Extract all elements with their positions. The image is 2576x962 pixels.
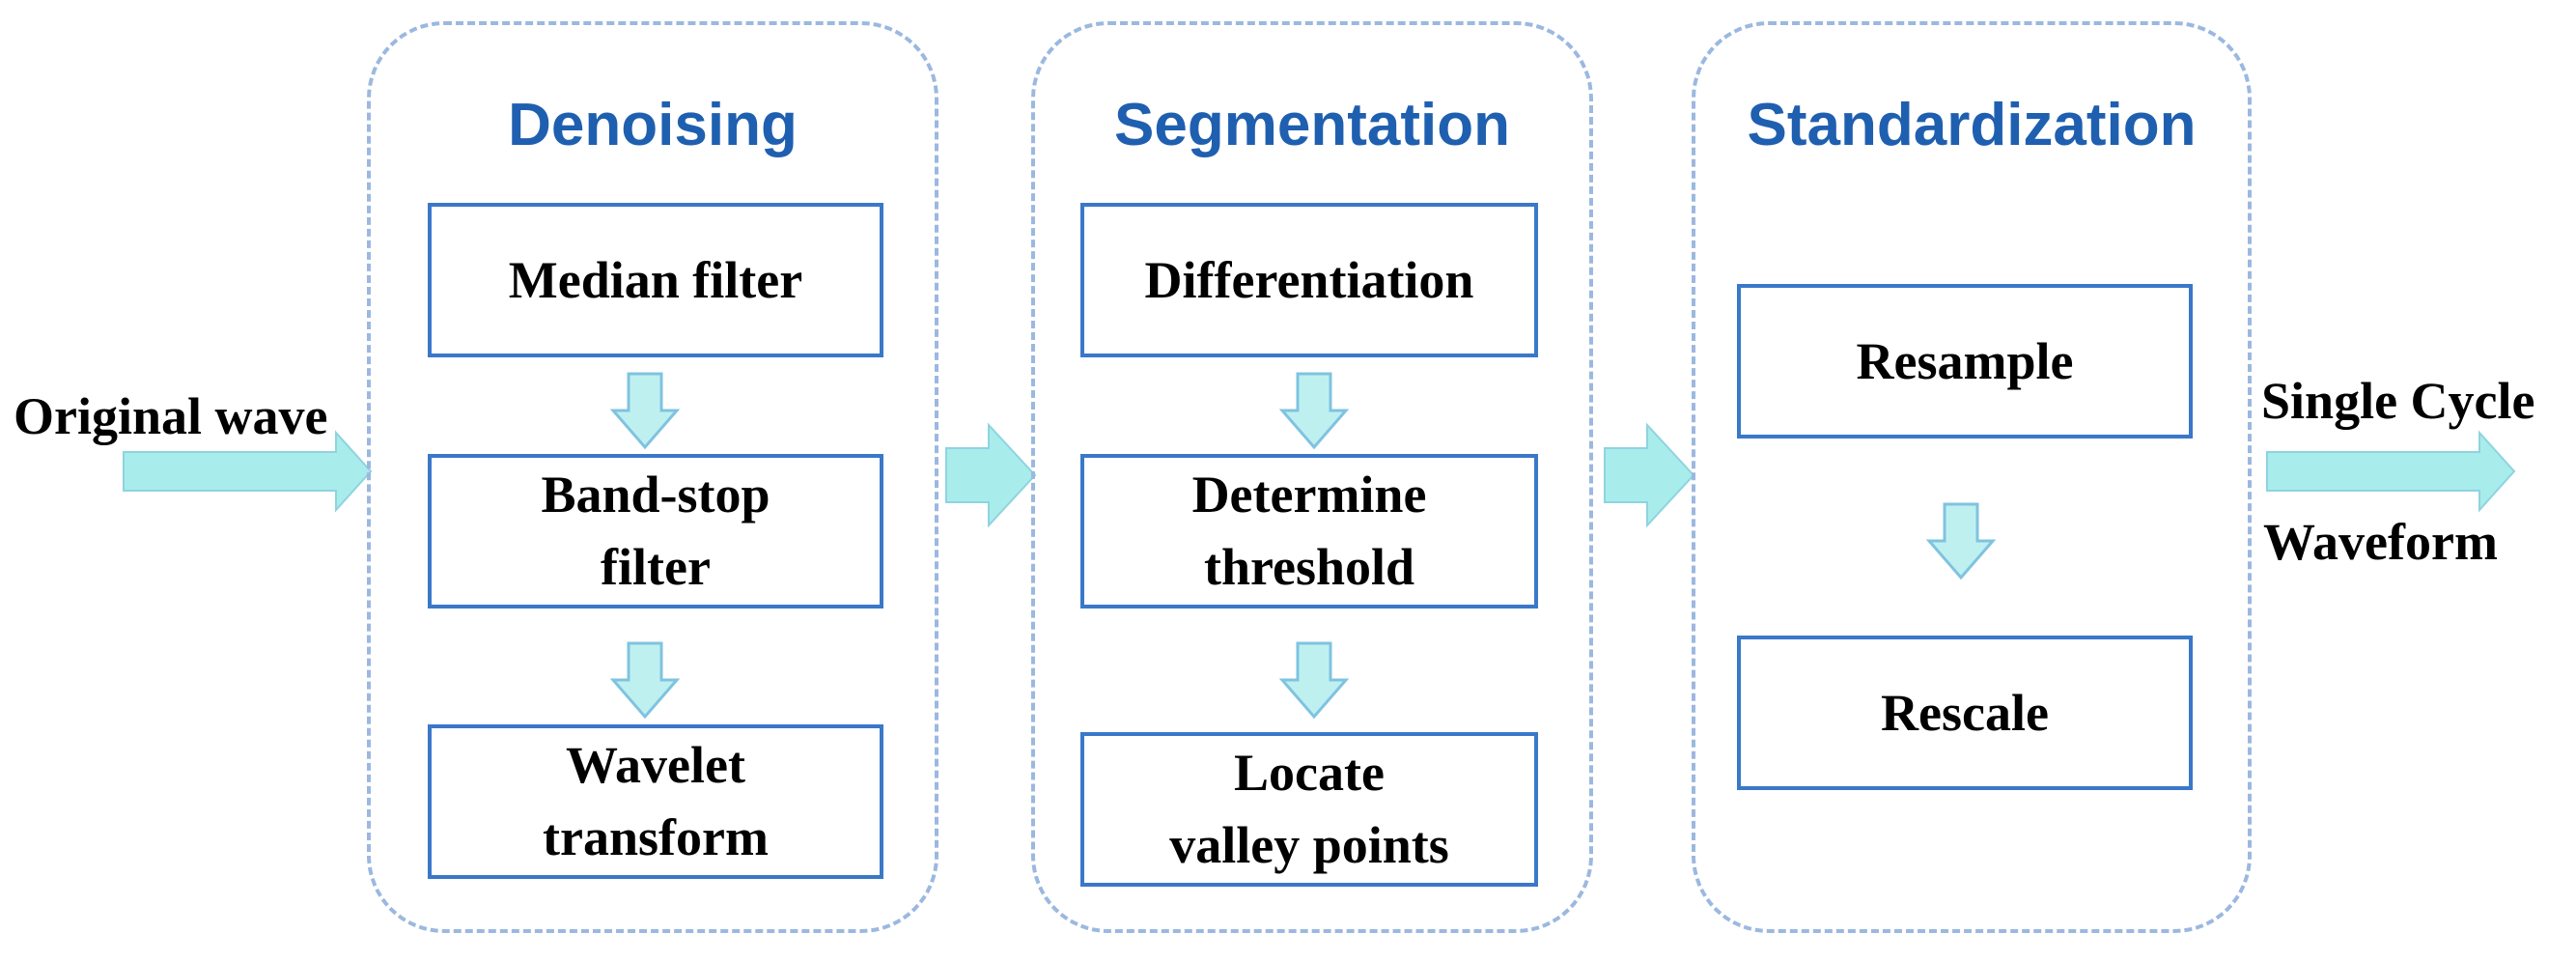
down-arrow (1278, 641, 1350, 720)
step-median-filter: Median filter (428, 203, 883, 357)
stage-title: Segmentation (1114, 92, 1510, 158)
stage-segmentation: Segmentation (1031, 21, 1593, 933)
stage-standardization: Standardization (1692, 21, 2252, 933)
input-arrow (123, 430, 373, 513)
output-label-line2: Waveform (2263, 513, 2498, 571)
down-arrow (1925, 502, 1997, 580)
step-resample: Resample (1737, 284, 2193, 439)
stage-denoising: Denoising (367, 21, 938, 933)
stage-arrow (1604, 422, 1695, 528)
step-determine-threshold: Determine threshold (1080, 454, 1538, 608)
stage-title: Standardization (1747, 92, 2197, 158)
output-arrow (2266, 430, 2516, 513)
step-band-stop-filter: Band-stop filter (428, 454, 883, 608)
step-differentiation: Differentiation (1080, 203, 1538, 357)
step-rescale: Rescale (1737, 636, 2193, 790)
down-arrow (1278, 372, 1350, 450)
step-wavelet-transform: Wavelet transform (428, 724, 883, 879)
step-locate-valley-points: Locate valley points (1080, 732, 1538, 887)
down-arrow (609, 372, 681, 450)
input-label: Original wave (14, 387, 328, 445)
down-arrow (609, 641, 681, 720)
output-label-line1: Single Cycle (2261, 372, 2535, 430)
stage-title: Denoising (508, 92, 798, 158)
stage-arrow (945, 422, 1037, 528)
